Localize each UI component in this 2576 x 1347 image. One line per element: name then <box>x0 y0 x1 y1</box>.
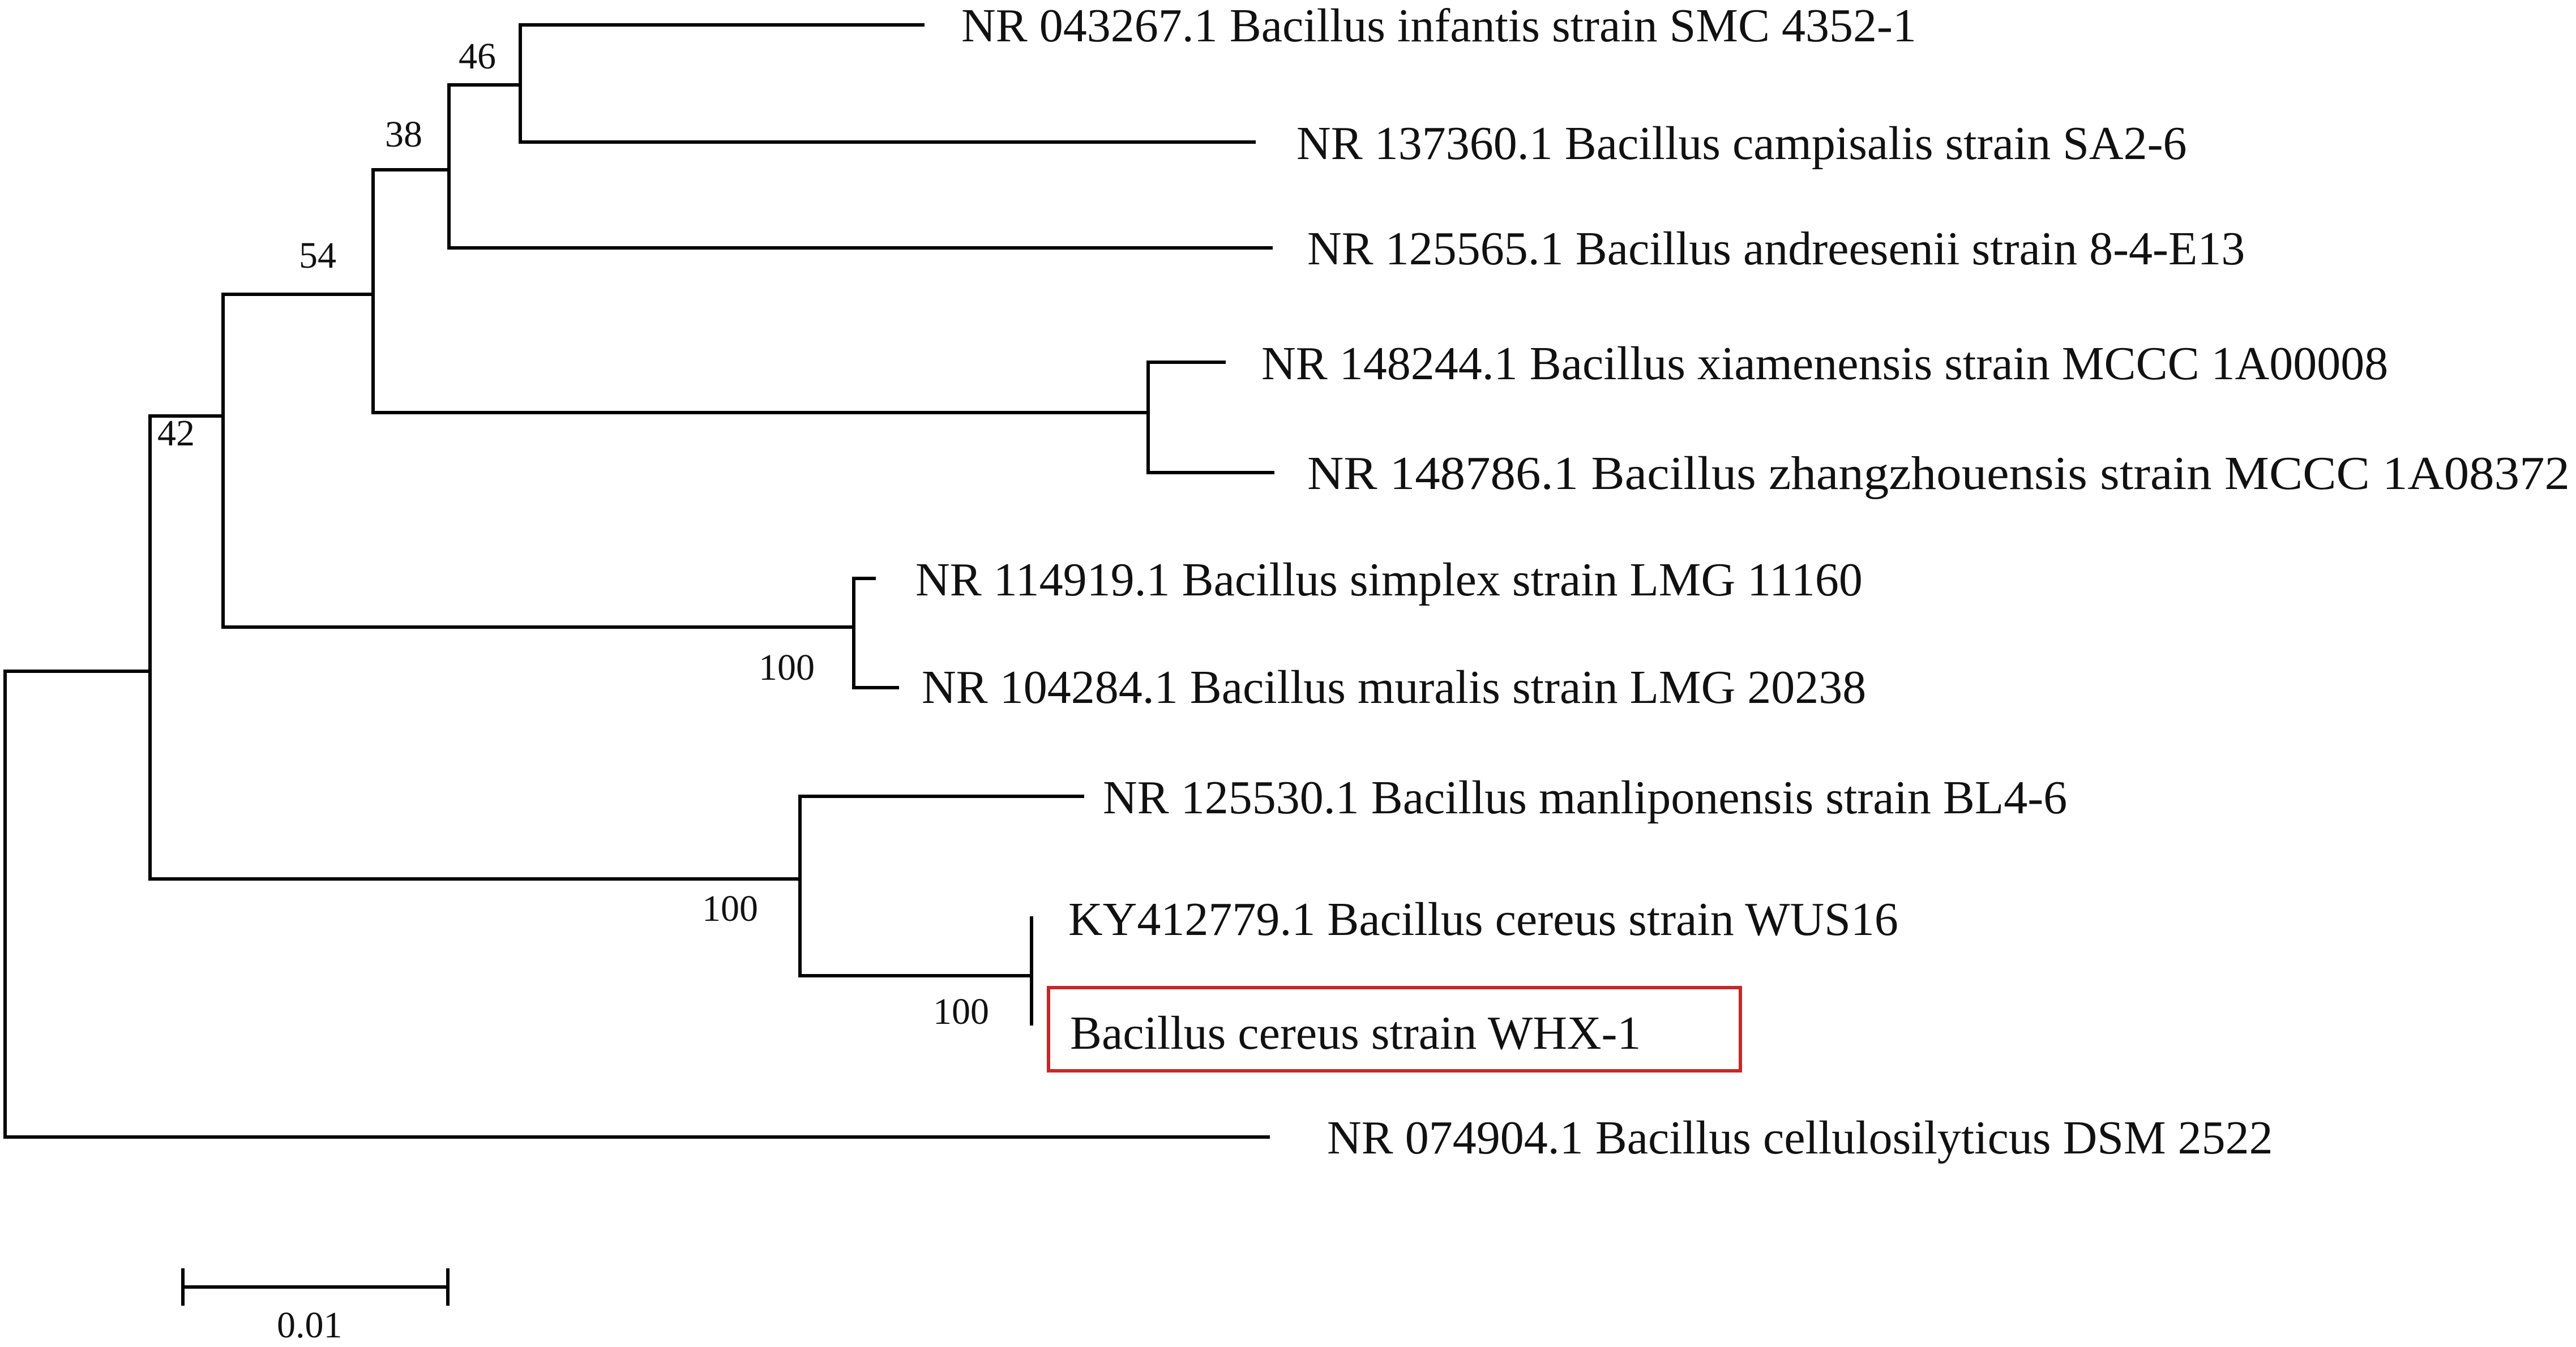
bootstrap-value-100-simplex: 100 <box>759 647 815 688</box>
taxon-labels: NR 043267.1 Bacillus infantis strain SMC… <box>915 0 2570 1164</box>
highlight-box <box>1047 986 1742 1073</box>
taxon-label-cereus-whx1: Bacillus cereus strain WHX-1 <box>1070 1007 1641 1059</box>
bootstrap-values: 46 38 54 42 100 100 100 <box>157 36 989 1032</box>
taxon-label-simplex: NR 114919.1 Bacillus simplex strain LMG … <box>915 554 1863 606</box>
bootstrap-value-100-cereus-clade: 100 <box>702 888 758 929</box>
taxon-label-cereus-wus16: KY412779.1 Bacillus cereus strain WUS16 <box>1068 893 1898 946</box>
taxon-label-zhangzhouensis: NR 148786.1 Bacillus zhangzhouensis stra… <box>1307 447 2570 500</box>
taxon-label-infantis: NR 043267.1 Bacillus infantis strain SMC… <box>961 0 1916 52</box>
taxon-label-campisalis: NR 137360.1 Bacillus campisalis strain S… <box>1296 117 2187 170</box>
taxon-label-andreesenii: NR 125565.1 Bacillus andreesenii strain … <box>1307 222 2245 275</box>
tree-branches <box>3 23 1274 1139</box>
bootstrap-value-42: 42 <box>157 413 195 454</box>
taxon-label-muralis: NR 104284.1 Bacillus muralis strain LMG … <box>922 661 1866 714</box>
bootstrap-value-54: 54 <box>299 235 336 276</box>
taxon-label-manliponensis: NR 125530.1 Bacillus manliponensis strai… <box>1103 771 2067 824</box>
bootstrap-value-38: 38 <box>385 114 422 155</box>
bootstrap-value-100-cereus-strains: 100 <box>933 991 989 1032</box>
bootstrap-value-46: 46 <box>459 36 496 77</box>
scale-bar: 0.01 <box>181 1268 450 1346</box>
scale-bar-label: 0.01 <box>277 1305 343 1346</box>
taxon-label-cellulosilyticus: NR 074904.1 Bacillus cellulosilyticus DS… <box>1327 1112 2273 1164</box>
taxon-label-xiamenensis: NR 148244.1 Bacillus xiamenensis strain … <box>1261 337 2388 390</box>
